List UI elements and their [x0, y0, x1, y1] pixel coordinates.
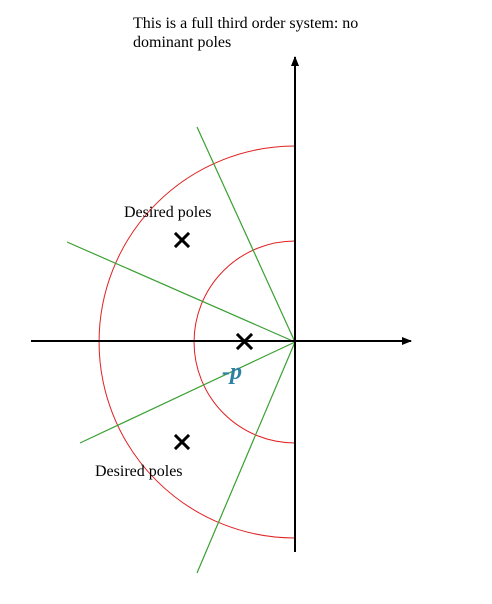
pole-marker-lower	[173, 433, 191, 451]
desired-poles-label-upper: Desired poles	[124, 204, 212, 221]
desired-poles-label-lower: Desired poles	[95, 463, 183, 480]
ray-upper-steep	[196, 126, 296, 343]
ray-lower-steep	[196, 341, 296, 574]
real-pole-label: -p	[222, 359, 242, 385]
diagram-title: This is a full third order system: no do…	[133, 15, 359, 51]
ray-lower-shallow	[79, 341, 296, 444]
ray-upper-shallow	[66, 241, 296, 343]
pole-marker-real	[235, 332, 254, 351]
pole-marker-upper	[173, 231, 191, 249]
